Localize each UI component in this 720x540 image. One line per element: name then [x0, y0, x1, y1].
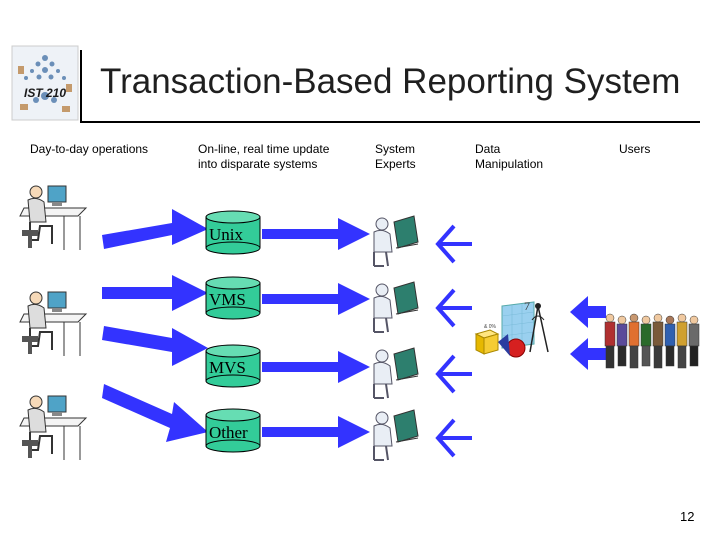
arrow-left-icon — [570, 338, 606, 370]
operator-workstation-icon — [19, 185, 88, 250]
system-label: MVS — [209, 358, 246, 377]
operator-workstation-icon — [19, 291, 88, 356]
arrow-left-icon — [435, 354, 472, 394]
header-online-line2: into disparate systems — [198, 157, 318, 171]
users-group-icon — [604, 313, 700, 369]
system-expert-icon — [373, 215, 419, 267]
page-number: 12 — [680, 509, 695, 524]
course-logo: IST 210 — [10, 44, 80, 122]
header-data-line1: Data — [475, 142, 501, 156]
system-expert-icon — [373, 347, 419, 399]
system-label: Other — [209, 423, 248, 442]
svg-text:& 0%: & 0% — [484, 324, 497, 330]
header-system-experts: System Experts — [375, 142, 416, 172]
arrow-left-icon — [435, 418, 472, 458]
title-vertical-rule — [80, 50, 82, 122]
arrow-left-icon — [435, 224, 472, 264]
arrow-left-icon — [435, 288, 472, 328]
header-data-line2: Manipulation — [475, 157, 544, 171]
arrow-right-icon — [262, 351, 370, 383]
system-label: Unix — [209, 225, 243, 244]
system-label: VMS — [209, 290, 246, 309]
arrow-right-icon — [262, 218, 370, 250]
logo-text: IST 210 — [24, 86, 67, 100]
data-manipulation-icon: 7 & 0% — [474, 299, 549, 358]
header-data-manipulation: Data Manipulation — [475, 142, 543, 172]
header-experts-line1: System — [375, 142, 416, 156]
arrow-right-icon — [262, 416, 370, 448]
operator-workstation-icon — [19, 395, 88, 460]
header-online: On-line, real time update into disparate… — [198, 142, 329, 172]
arrow-right-icon — [102, 326, 208, 366]
system-cylinder-vms: VMS — [205, 276, 261, 320]
header-users: Users — [619, 142, 651, 156]
system-expert-icon — [373, 409, 419, 461]
arrow-left-icon — [570, 296, 606, 328]
system-cylinder-unix: Unix — [205, 210, 261, 256]
arrow-right-icon — [102, 384, 208, 442]
header-day-to-day: Day-to-day operations — [30, 142, 149, 156]
arrow-right-icon — [102, 275, 208, 311]
header-online-line1: On-line, real time update — [198, 142, 330, 156]
header-experts-line2: Experts — [375, 157, 416, 171]
system-expert-icon — [373, 281, 419, 333]
system-cylinder-other: Other — [205, 408, 261, 454]
title-horizontal-rule — [80, 121, 700, 123]
page-title: Transaction-Based Reporting System — [100, 62, 681, 101]
arrow-right-icon — [102, 209, 208, 249]
svg-text:7: 7 — [524, 299, 530, 313]
arrow-right-icon — [262, 283, 370, 315]
system-cylinder-mvs: MVS — [205, 344, 261, 388]
